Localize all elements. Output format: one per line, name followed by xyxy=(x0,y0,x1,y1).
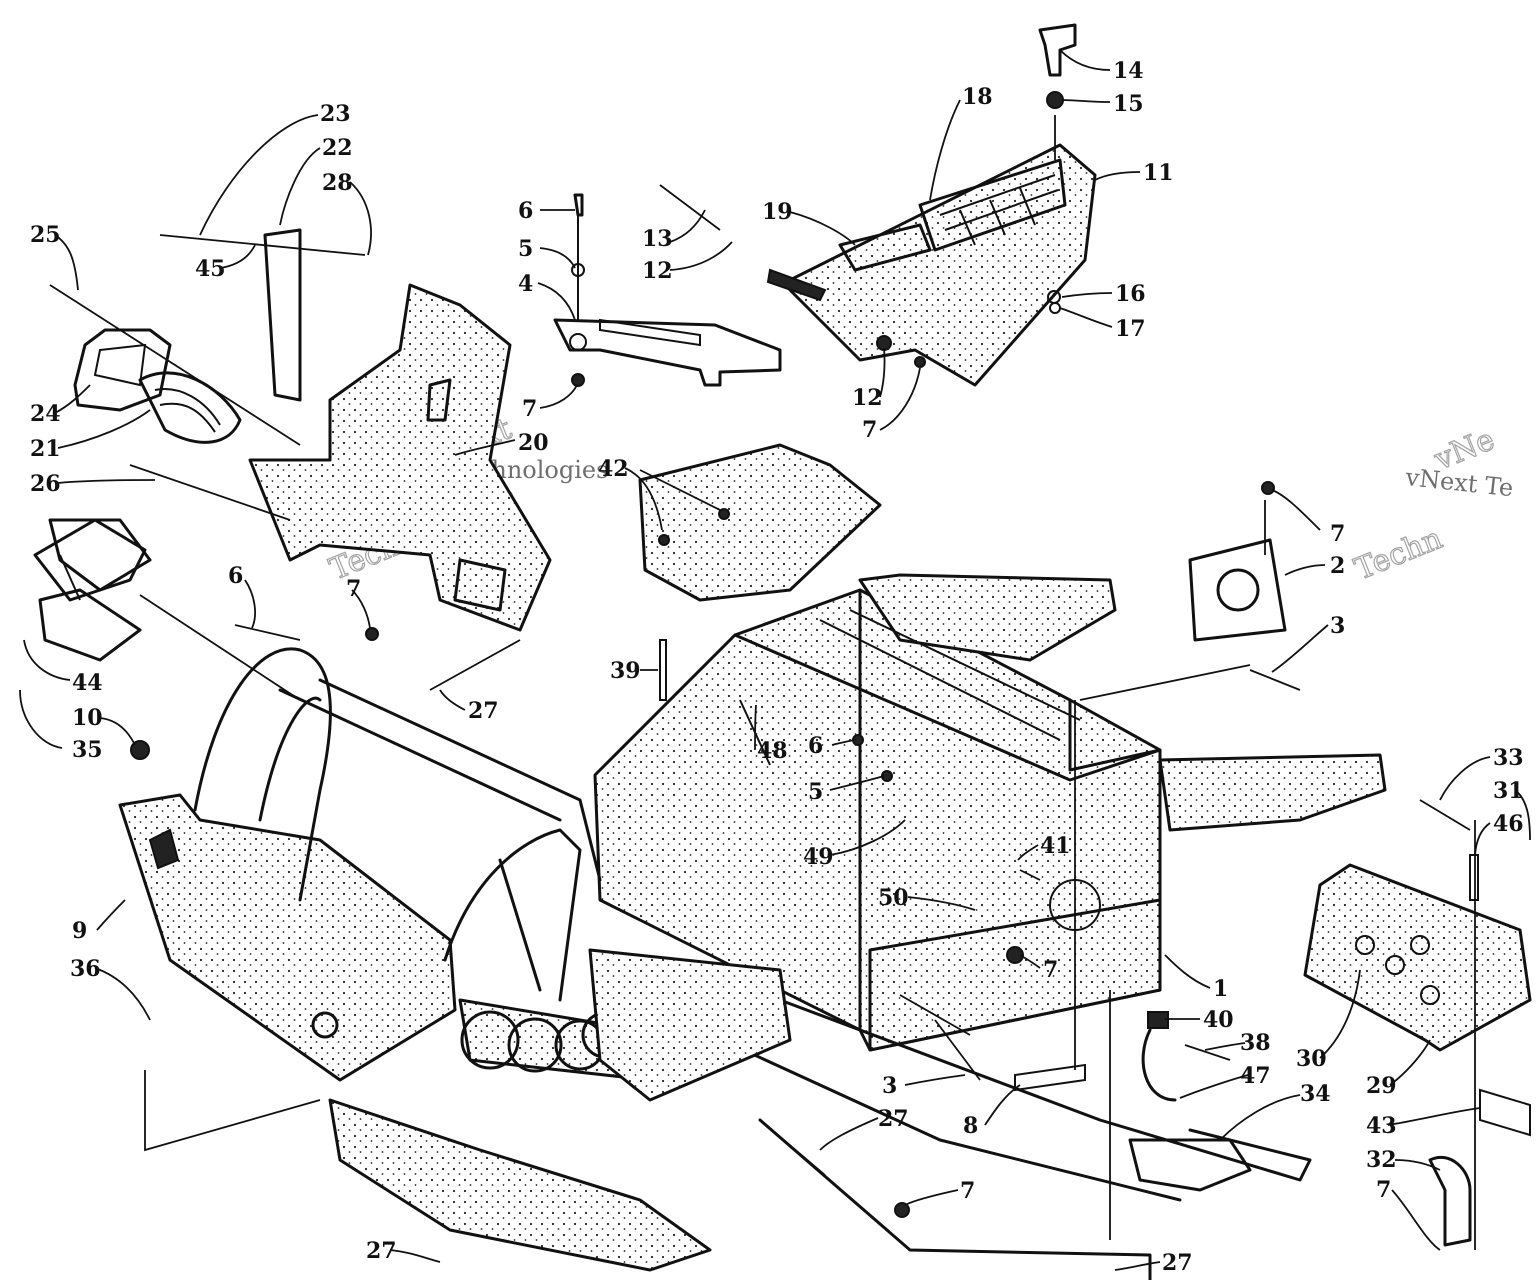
callout-26: 26 xyxy=(30,471,61,497)
callout-leaders xyxy=(19,49,1531,1271)
callout-36: 36 xyxy=(70,956,101,982)
callout-31: 31 xyxy=(1493,778,1524,804)
hardware xyxy=(49,184,1531,1250)
callout-45: 45 xyxy=(195,256,226,282)
callout-12: 12 xyxy=(642,258,673,284)
callout-33: 33 xyxy=(1493,745,1524,771)
callout-22: 22 xyxy=(322,135,353,161)
callout-39: 39 xyxy=(610,658,641,684)
callout-50: 50 xyxy=(878,885,909,911)
callout-6: 6 xyxy=(518,198,533,224)
callout-29: 29 xyxy=(1366,1073,1397,1099)
callout-13: 13 xyxy=(642,226,673,252)
main-chassis xyxy=(593,573,1387,1280)
callout-19: 19 xyxy=(762,199,793,225)
callout-46: 46 xyxy=(1493,811,1524,837)
callout-25: 25 xyxy=(30,222,61,248)
callout-49: 49 xyxy=(803,844,834,870)
callout-41: 41 xyxy=(1040,833,1071,859)
callout-27: 27 xyxy=(468,698,499,724)
callout-43: 43 xyxy=(1366,1113,1397,1139)
callout-18: 18 xyxy=(962,84,993,110)
callout-15: 15 xyxy=(1113,91,1144,117)
callout-30: 30 xyxy=(1296,1046,1327,1072)
callout-40: 40 xyxy=(1203,1007,1234,1033)
callout-27: 27 xyxy=(878,1106,909,1132)
callout-3: 3 xyxy=(882,1073,897,1099)
callout-10: 10 xyxy=(72,705,103,731)
callout-47: 47 xyxy=(1240,1063,1271,1089)
callout-38: 38 xyxy=(1240,1030,1271,1056)
callout-27: 27 xyxy=(1162,1250,1193,1276)
right-side-parts xyxy=(638,443,1532,1192)
callout-5: 5 xyxy=(808,779,823,805)
callout-48: 48 xyxy=(757,738,788,764)
callout-34: 34 xyxy=(1300,1081,1331,1107)
callout-23: 23 xyxy=(320,101,351,127)
console-panel xyxy=(766,23,1097,387)
callout-8: 8 xyxy=(963,1113,978,1139)
callout-9: 9 xyxy=(72,918,87,944)
callout-32: 32 xyxy=(1366,1147,1397,1173)
callout-16: 16 xyxy=(1115,281,1146,307)
callout-42: 42 xyxy=(598,456,629,482)
callout-7: 7 xyxy=(1376,1177,1391,1203)
callout-20: 20 xyxy=(518,430,549,456)
callout-14: 14 xyxy=(1113,58,1144,84)
callout-12: 12 xyxy=(852,385,883,411)
callout-7: 7 xyxy=(1043,957,1058,983)
hood-parts xyxy=(33,228,302,662)
callout-7: 7 xyxy=(346,576,361,602)
belt-shroud xyxy=(248,283,552,632)
callout-7: 7 xyxy=(1330,521,1345,547)
callout-11: 11 xyxy=(1143,160,1174,186)
watermark-text: Techn xyxy=(1350,521,1447,587)
callout-21: 21 xyxy=(30,436,61,462)
callout-3: 3 xyxy=(1330,613,1345,639)
callout-28: 28 xyxy=(322,170,353,196)
mount-plate xyxy=(553,193,782,387)
callout-7: 7 xyxy=(862,417,877,443)
callout-27: 27 xyxy=(366,1238,397,1264)
callout-1: 1 xyxy=(1213,976,1228,1002)
callout-6: 6 xyxy=(808,733,823,759)
callout-7: 7 xyxy=(522,396,537,422)
callout-5: 5 xyxy=(518,236,533,262)
callout-4: 4 xyxy=(518,271,533,297)
callout-24: 24 xyxy=(30,401,61,427)
callout-labels: 14 15 18 11 19 13 12 16 17 12 7 6 5 4 7 … xyxy=(30,58,1524,1276)
front-frame xyxy=(118,647,792,1272)
callout-35: 35 xyxy=(72,737,103,763)
callout-6: 6 xyxy=(228,563,243,589)
callout-17: 17 xyxy=(1115,316,1146,342)
callout-44: 44 xyxy=(72,670,103,696)
callout-2: 2 xyxy=(1330,553,1345,579)
callout-7: 7 xyxy=(960,1178,975,1204)
